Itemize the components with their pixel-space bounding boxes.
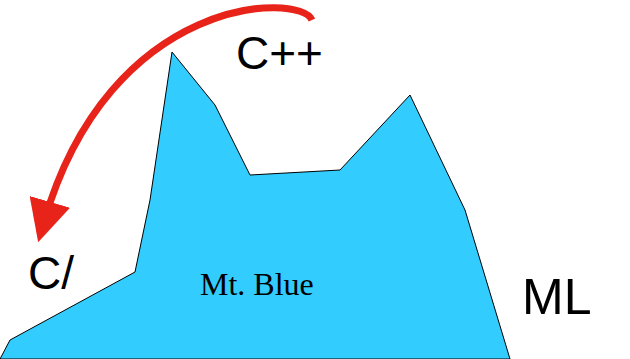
red-arrow [44, 8, 312, 222]
mountain-outline [0, 50, 520, 359]
language-label: C/ [28, 250, 74, 296]
mountain-region: Mt. Blue [0, 50, 520, 359]
mountain-name: Mt. Blue [200, 268, 314, 300]
language-label: ML [522, 272, 591, 322]
language-label: C++ [236, 30, 323, 76]
